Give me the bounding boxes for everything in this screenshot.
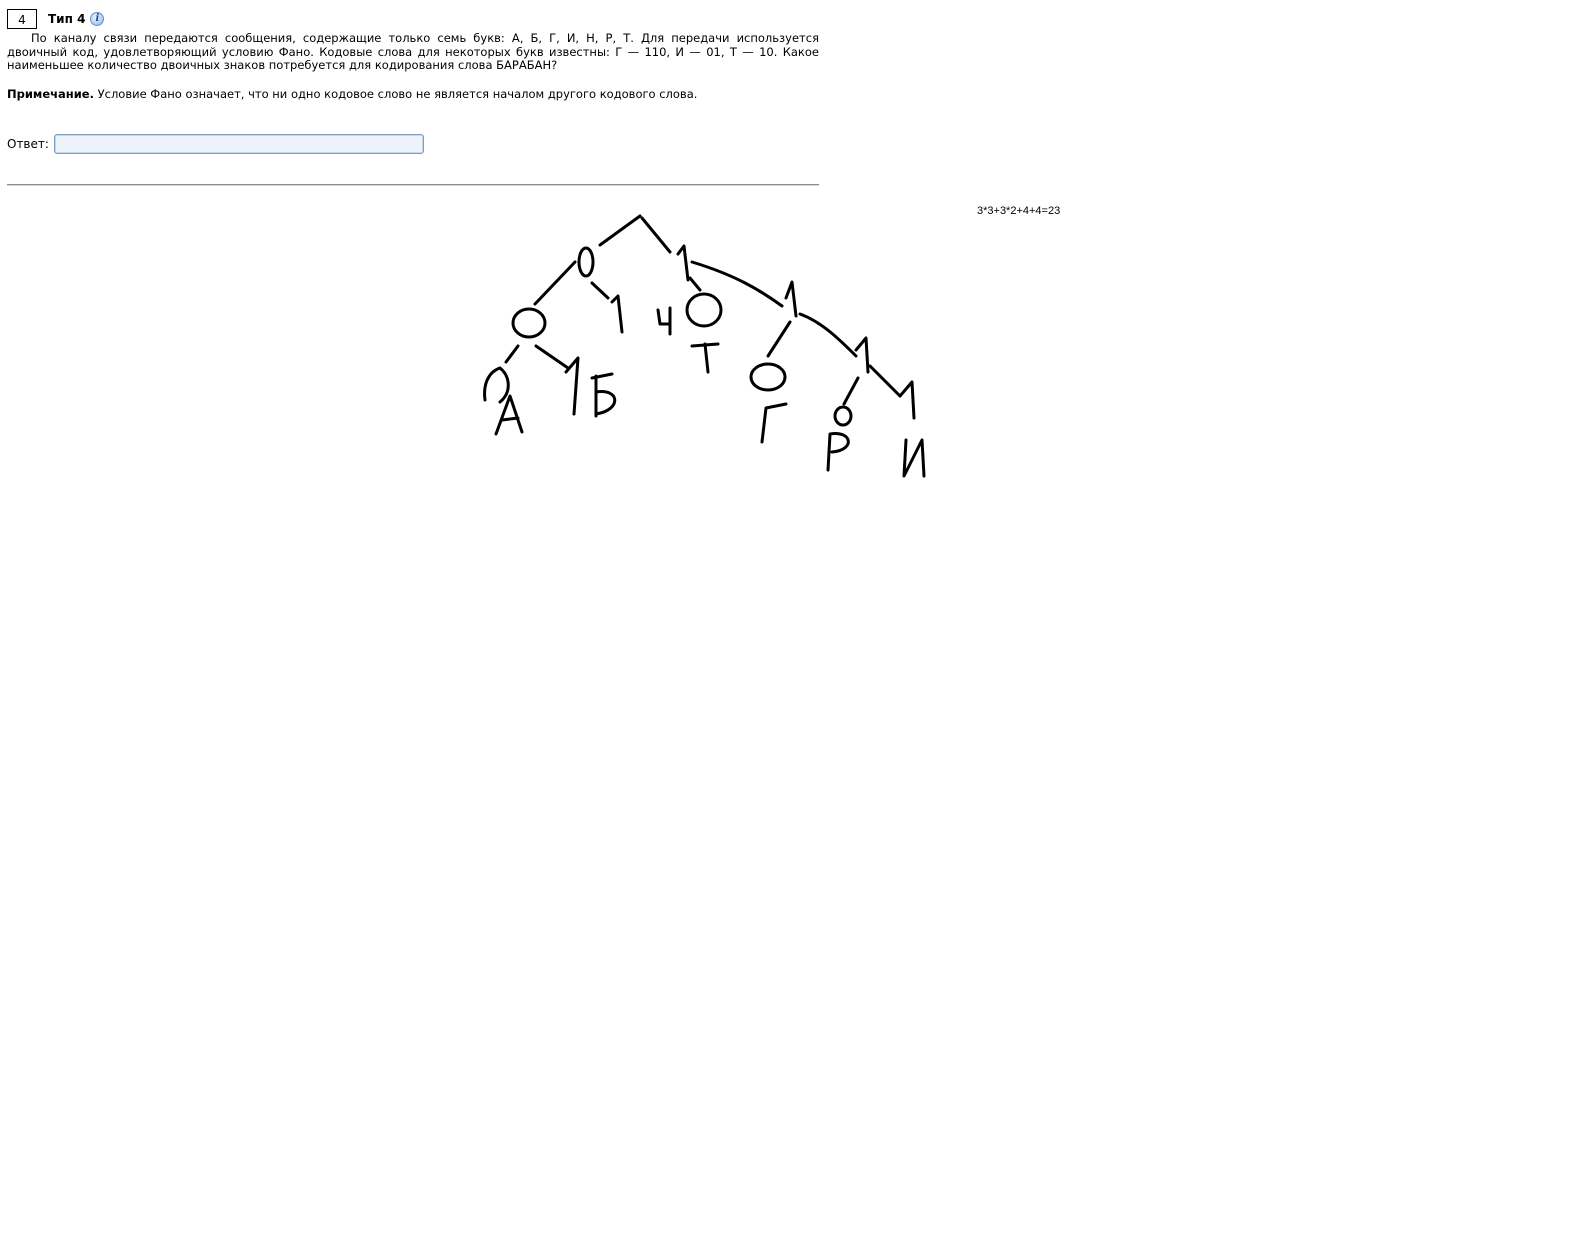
answer-label: Ответ:	[7, 137, 49, 151]
tree-label-g	[760, 402, 788, 444]
tree-node-01	[610, 294, 624, 334]
task-block: 4 Тип 4 i По каналу связи передаются соо…	[7, 8, 819, 154]
tree-edge-0-right	[590, 281, 610, 300]
tree-edge-root-left	[598, 214, 642, 247]
tree-edge-root-right	[640, 216, 672, 254]
note-text: Условие Фано означает, что ни одно кодов…	[93, 86, 698, 101]
tree-node-111	[854, 336, 870, 374]
tree-edge-1-left	[688, 276, 702, 292]
note-label: Примечание.	[7, 86, 94, 101]
tree-edge-0-left	[533, 260, 577, 306]
tree-edge-11-right	[798, 312, 858, 358]
task-statement: По каналу связи передаются сообщения, со…	[7, 31, 819, 73]
tree-label-t	[690, 342, 720, 374]
tree-node-00	[511, 307, 547, 339]
answer-input[interactable]	[53, 134, 424, 154]
tree-node-10	[685, 292, 723, 328]
task-type-title: Тип 4	[48, 12, 86, 26]
divider	[7, 184, 819, 186]
answer-row: Ответ:	[7, 134, 424, 154]
tree-node-1	[676, 244, 690, 282]
tree-edge-111-left	[842, 376, 860, 406]
tree-node-1111	[898, 380, 916, 420]
tree-node-0	[577, 246, 595, 278]
tree-edge-00-left	[504, 344, 520, 364]
tree-label-i-01	[656, 306, 672, 336]
task-note: Примечание. Условие Фано означает, что н…	[7, 87, 819, 101]
tree-label-r	[826, 432, 850, 472]
task-number: 4	[7, 9, 37, 29]
tree-node-11	[784, 280, 798, 318]
info-icon[interactable]: i	[90, 12, 105, 26]
tree-label-b	[590, 372, 617, 418]
tree-edge-00-right	[534, 344, 570, 370]
tree-node-1110	[833, 405, 853, 427]
task-header: 4 Тип 4 i	[7, 8, 819, 30]
tree-node-000	[483, 366, 510, 404]
handwritten-code-tree	[483, 214, 926, 478]
tree-node-001	[564, 356, 580, 416]
tree-edge-1-right	[690, 260, 784, 308]
tree-label-a	[494, 394, 524, 436]
formula-text: 3*3+3*2+4+4=23	[977, 205, 1061, 217]
tree-edge-11-left	[766, 320, 792, 358]
tree-label-i-1111	[902, 438, 926, 478]
tree-node-110	[749, 362, 787, 392]
tree-edge-111-right	[868, 364, 902, 398]
